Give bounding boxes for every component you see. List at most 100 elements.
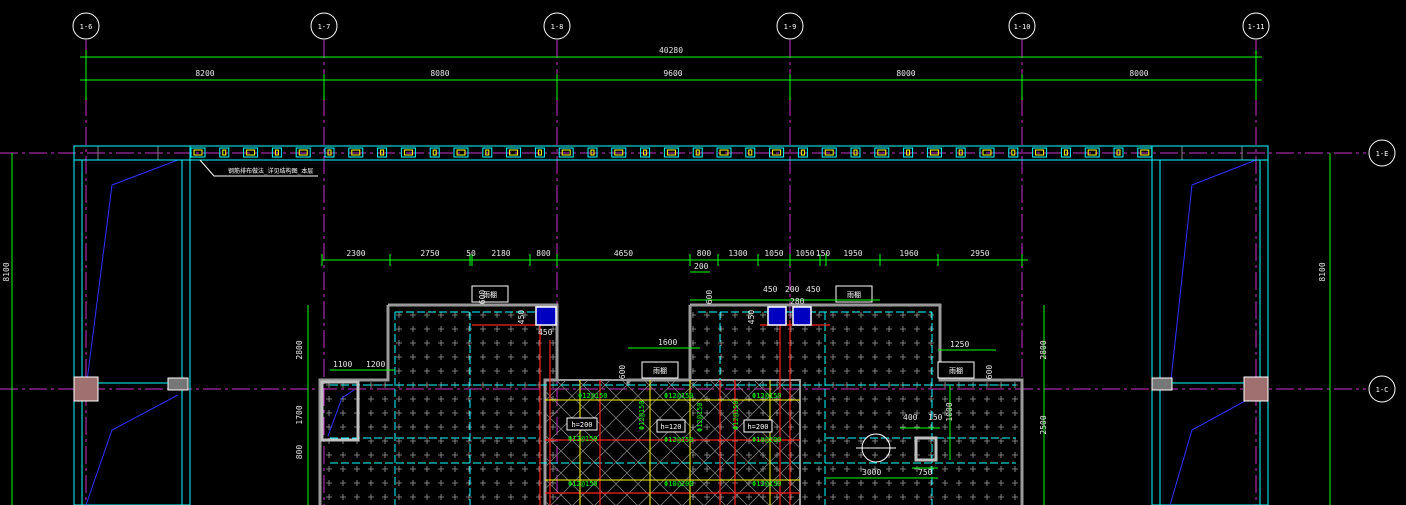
anchor-box (377, 147, 388, 158)
anchor-box (1008, 147, 1019, 158)
anchor-box (324, 147, 335, 158)
anchor-box (716, 147, 732, 158)
dim-core-450f: 450 (747, 310, 756, 325)
rebar-label-1: Φ12@150 (578, 392, 608, 400)
anchor-box (482, 147, 493, 158)
core-plan: 雨棚 雨棚 雨棚 雨棚 h=200 h=120 h=200 Φ12@150 Φ1… (318, 285, 1024, 505)
axis-bubble-1-E[interactable]: 1-E (1368, 139, 1396, 167)
rebar-label-11: Φ12@150 (696, 402, 704, 432)
slab-thickness-3: h=200 (747, 423, 768, 431)
chain-label: 1050 (795, 249, 814, 258)
dim-span-3: 9600 (663, 69, 682, 78)
anchor-box (1084, 147, 1100, 158)
dim-core-2500: 2500 (1039, 415, 1048, 434)
chain-label: 2750 (420, 249, 439, 258)
dim-core-200: 200 (694, 262, 709, 271)
chain-label: 800 (536, 249, 551, 258)
side-dimensions: 8100 8100 (2, 153, 1331, 505)
anchor-box (1032, 147, 1048, 158)
dim-core-2800a: 2800 (295, 340, 304, 359)
chain-label: 2300 (346, 249, 365, 258)
axis-label-1-E: 1-E (1376, 150, 1389, 158)
dim-core-1250: 1250 (950, 340, 969, 349)
axis-bubble-1-C[interactable]: 1-C (1368, 375, 1396, 403)
room-tag-3: 雨棚 (653, 366, 667, 375)
anchor-box (219, 147, 230, 158)
dim-core-450e: 450 (517, 310, 526, 325)
axis-label-1-8: 1-8 (551, 23, 564, 31)
slab-thickness-1: h=200 (571, 421, 592, 429)
axis-bubble-1-6[interactable]: 1-6 (72, 12, 100, 40)
anchor-box (926, 147, 942, 158)
rebar-label-8: Φ10@200 (664, 480, 694, 488)
anchor-box (1137, 147, 1153, 158)
axis-label-1-6: 1-6 (80, 23, 93, 31)
dim-core-150: 150 (928, 413, 943, 422)
leader-note-text: 钢筋排布做法_详见结构图_本层 (228, 167, 313, 175)
anchor-box (611, 147, 627, 158)
axis-label-1-11: 1-11 (1248, 23, 1265, 31)
axis-label-1-7: 1-7 (318, 23, 331, 31)
axis-label-1-10: 1-10 (1014, 23, 1031, 31)
rebar-label-12: Φ12@150 (732, 400, 740, 430)
dim-core-1200: 1200 (366, 360, 385, 369)
anchor-box-row (190, 147, 1153, 158)
rebar-label-5: Φ12@150 (664, 436, 694, 444)
axis-label-1-C: 1-C (1376, 386, 1389, 394)
anchor-box (692, 147, 703, 158)
dim-core-600c: 600 (618, 365, 627, 380)
anchor-box (348, 147, 364, 158)
room-tag-4: 雨棚 (949, 366, 963, 375)
rebar-label-10: Φ12@150 (638, 400, 646, 430)
dim-core-800: 800 (295, 445, 304, 460)
dim-core-450a: 450 (763, 285, 778, 294)
dim-core-400: 400 (903, 413, 918, 422)
axis-bubble-1-8[interactable]: 1-8 (543, 12, 571, 40)
dim-core-1700: 1700 (295, 405, 304, 424)
rebar-label-2: Φ12@150 (664, 392, 694, 400)
axis-bubble-1-10[interactable]: 1-10 (1008, 12, 1036, 40)
dim-overall: 40280 (659, 46, 683, 55)
top-dimensions: 40280 8200 8080 9600 8000 8000 (80, 46, 1262, 100)
chain-label: 4650 (614, 249, 633, 258)
rebar-label-7: Φ12@150 (568, 480, 598, 488)
anchor-box (663, 147, 679, 158)
anchor-box (979, 147, 995, 158)
leader-note: 钢筋排布做法_详见结构图_本层 (199, 159, 318, 177)
dim-core-600b: 600 (705, 290, 714, 305)
chain-label: 800 (697, 249, 712, 258)
dim-core-280: 280 (790, 297, 805, 306)
dim-core-600a: 600 (478, 290, 487, 305)
dim-core-1100: 1100 (333, 360, 352, 369)
dim-core-600d: 600 (985, 365, 994, 380)
anchor-box (640, 147, 651, 158)
axis-bubble-1-9[interactable]: 1-9 (776, 12, 804, 40)
axis-bubble-1-7[interactable]: 1-7 (310, 12, 338, 40)
anchor-box (400, 147, 416, 158)
slab-thickness-2: h=120 (660, 423, 681, 431)
anchor-box (850, 147, 861, 158)
room-tag-1: 雨棚 (483, 290, 497, 299)
anchor-box (1113, 147, 1124, 158)
anchor-box (429, 147, 440, 158)
anchor-box (821, 147, 837, 158)
axis-bubble-1-11[interactable]: 1-11 (1242, 12, 1270, 40)
dim-core-1000: 1000 (945, 402, 954, 421)
core-dimensions: 200 450 200 450 280 450 1100 1200 1600 1… (295, 262, 1048, 505)
dim-span-4: 8000 (896, 69, 915, 78)
dim-right-8100: 8100 (1318, 262, 1327, 281)
chain-label: 1950 (843, 249, 862, 258)
dim-core-750: 750 (918, 468, 933, 477)
chain-label: 1300 (728, 249, 747, 258)
anchor-box (271, 147, 282, 158)
rebar-label-4: Φ12@150 (568, 435, 598, 443)
anchor-box (955, 147, 966, 158)
chain-label: 1960 (899, 249, 918, 258)
anchor-box (587, 147, 598, 158)
room-tag-2: 雨棚 (847, 290, 861, 299)
dim-core-450c: 450 (538, 328, 553, 337)
chain-label: 150 (816, 249, 831, 258)
chain-label: 2180 (491, 249, 510, 258)
